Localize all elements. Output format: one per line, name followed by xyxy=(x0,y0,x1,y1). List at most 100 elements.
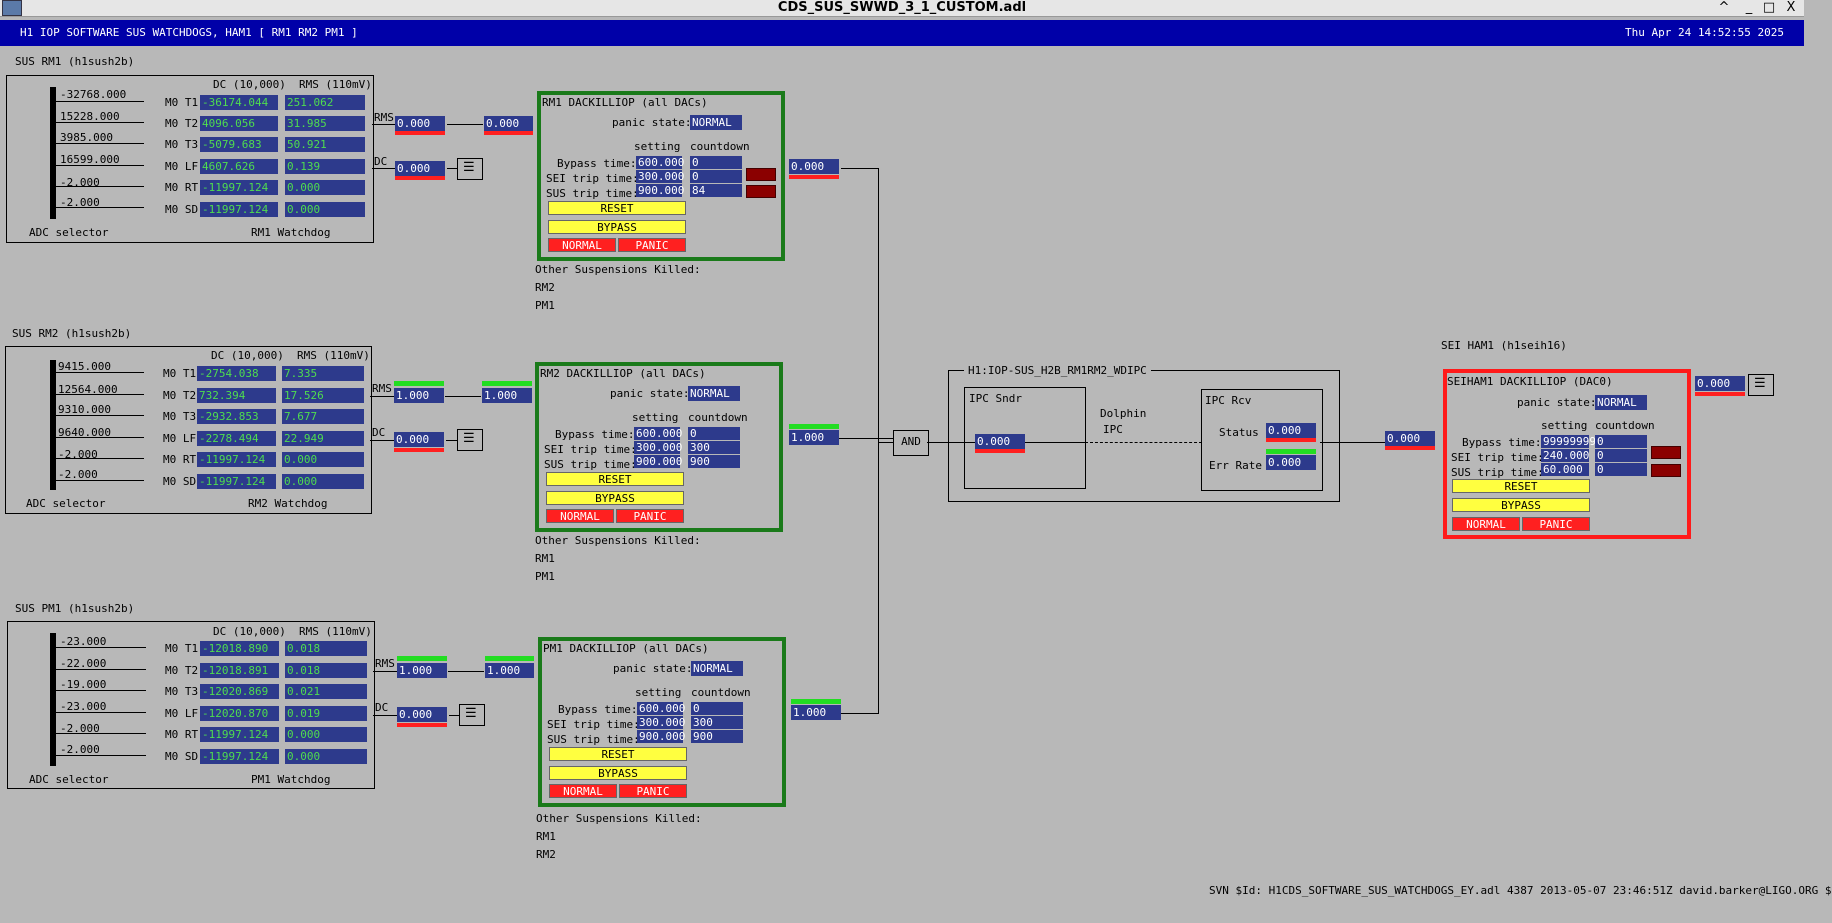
svn-id: SVN $Id: H1CDS_SOFTWARE_SUS_WATCHDOGS_EY… xyxy=(1209,884,1832,897)
bypass-time-setting[interactable]: 600.000 xyxy=(637,702,686,715)
panic-button[interactable]: PANIC xyxy=(1522,517,1590,531)
rms-wire-label: RMS xyxy=(372,382,392,395)
bypass-time-setting[interactable]: 99999999 xyxy=(1541,435,1596,448)
dc-wire-label: DC xyxy=(374,155,388,168)
reset-button[interactable]: RESET xyxy=(546,472,684,486)
bypass-time-setting[interactable]: 600.000 xyxy=(634,427,683,440)
ok-bar xyxy=(482,381,532,386)
scale-value: -2.000 xyxy=(60,743,100,756)
normal-button[interactable]: NORMAL xyxy=(546,509,614,523)
wire xyxy=(1025,442,1088,443)
rms-value: 17.526 xyxy=(282,388,364,403)
scale-value: -23.000 xyxy=(60,700,107,713)
bypass-time-setting[interactable]: 600.000 xyxy=(636,156,685,169)
bypass-button[interactable]: BYPASS xyxy=(546,491,684,505)
adc-selector-label: ADC selector xyxy=(29,226,109,239)
panic-button[interactable]: PANIC xyxy=(619,784,687,798)
channel-label: M0 T2 xyxy=(163,389,197,402)
alarm-bar xyxy=(395,176,445,180)
rms-output-2: 1.000 xyxy=(482,388,532,403)
rms-value: 0.000 xyxy=(285,180,365,195)
normal-button[interactable]: NORMAL xyxy=(1452,517,1520,531)
normal-button[interactable]: NORMAL xyxy=(548,238,616,252)
channel-label: M0 T3 xyxy=(165,138,199,151)
app-icon xyxy=(2,0,22,16)
sei-trip-setting[interactable]: 300.000 xyxy=(637,716,686,729)
other-killed-label: Other Suspensions Killed: xyxy=(536,812,702,825)
ok-bar xyxy=(789,424,839,429)
watchdog-label: PM1 Watchdog xyxy=(251,773,331,786)
channel-label: M0 RT xyxy=(165,728,199,741)
bypass-button[interactable]: BYPASS xyxy=(549,766,687,780)
sei-trip-setting[interactable]: 300.000 xyxy=(634,441,683,454)
window-minimize-button[interactable]: _ xyxy=(1745,0,1753,15)
sei-countdown: 0 xyxy=(1595,449,1647,462)
bypass-time-label: Bypass time: xyxy=(557,157,637,170)
rms-value: 251.062 xyxy=(285,95,365,110)
killed-item: PM1 xyxy=(535,299,555,312)
other-killed-label: Other Suspensions Killed: xyxy=(535,534,701,547)
dc-value: -11997.124 xyxy=(200,727,279,742)
sus-trip-setting[interactable]: 900.000 xyxy=(637,730,686,743)
reset-button[interactable]: RESET xyxy=(548,201,686,215)
panic-state-value: NORMAL xyxy=(690,115,742,130)
bypass-countdown: 0 xyxy=(1595,435,1647,448)
sus-rm1-panel xyxy=(6,75,374,243)
dc-output: 0.000 xyxy=(397,707,447,722)
scale-tick xyxy=(56,480,144,481)
sus-trip-label: SUS trip time: xyxy=(546,187,639,200)
reset-button[interactable]: RESET xyxy=(549,747,687,761)
scale-value: 16599.000 xyxy=(60,153,120,166)
sei-trip-setting[interactable]: 300.000 xyxy=(636,170,685,183)
sus-countdown: 0 xyxy=(1595,463,1647,476)
wire xyxy=(370,396,394,397)
rms-value: 0.000 xyxy=(282,452,364,467)
alarm-bar xyxy=(397,723,447,727)
sei-trip-setting[interactable]: 240.000 xyxy=(1541,449,1590,462)
sus-trip-setting[interactable]: 900.000 xyxy=(636,184,685,197)
sei-ham1-title: SEI HAM1 (h1seih16) xyxy=(1441,339,1567,352)
bypass-countdown: 0 xyxy=(690,156,742,169)
rms-output: 1.000 xyxy=(397,663,447,678)
ok-bar xyxy=(394,381,444,386)
bypass-button[interactable]: BYPASS xyxy=(1452,498,1590,512)
sus-trip-setting[interactable]: 60.000 xyxy=(1541,463,1589,476)
panic-button[interactable]: PANIC xyxy=(618,238,686,252)
scale-value: -23.000 xyxy=(60,635,107,648)
scale-value: -2.000 xyxy=(60,196,100,209)
window-maximize-button[interactable]: □ xyxy=(1762,0,1776,15)
sus-countdown: 900 xyxy=(691,730,743,743)
panic-state-label: panic state: xyxy=(613,662,693,675)
window-shade-button[interactable]: ^ xyxy=(1718,0,1730,15)
dc-value: -36174.044 xyxy=(200,95,278,110)
setting-header: setting xyxy=(634,140,681,153)
window-close-button[interactable]: X xyxy=(1786,0,1796,15)
ipc-receiver-label: IPC Rcv xyxy=(1205,394,1252,407)
reset-button[interactable]: RESET xyxy=(1452,479,1590,493)
wire xyxy=(878,442,879,714)
related-display-button[interactable]: ☰ xyxy=(457,429,483,451)
rms-output: 1.000 xyxy=(394,388,444,403)
sei-trip-indicator xyxy=(1651,446,1681,459)
related-display-button[interactable]: ☰ xyxy=(1748,374,1774,396)
sei-countdown: 300 xyxy=(691,716,743,729)
related-display-button[interactable]: ☰ xyxy=(459,704,485,726)
wire xyxy=(1320,442,1385,443)
scale-value: -2.000 xyxy=(60,722,100,735)
scale-tick xyxy=(56,186,144,187)
scale-value: -2.000 xyxy=(60,176,100,189)
setting-header: setting xyxy=(1541,419,1588,432)
sus-pm1-panel xyxy=(7,621,375,789)
panic-state-label: panic state: xyxy=(610,387,690,400)
bypass-button[interactable]: BYPASS xyxy=(548,220,686,234)
rms-value: 0.000 xyxy=(285,727,367,742)
panic-button[interactable]: PANIC xyxy=(616,509,684,523)
scale-value: 3985.000 xyxy=(60,131,113,144)
sus-countdown: 84 xyxy=(690,184,742,197)
channel-label: M0 T2 xyxy=(165,117,199,130)
dackill-title: PM1 DACKILLIOP (all DACs) xyxy=(543,642,709,655)
wire xyxy=(370,440,394,441)
sus-trip-setting[interactable]: 900.000 xyxy=(634,455,683,468)
normal-button[interactable]: NORMAL xyxy=(549,784,617,798)
related-display-button[interactable]: ☰ xyxy=(457,158,483,180)
